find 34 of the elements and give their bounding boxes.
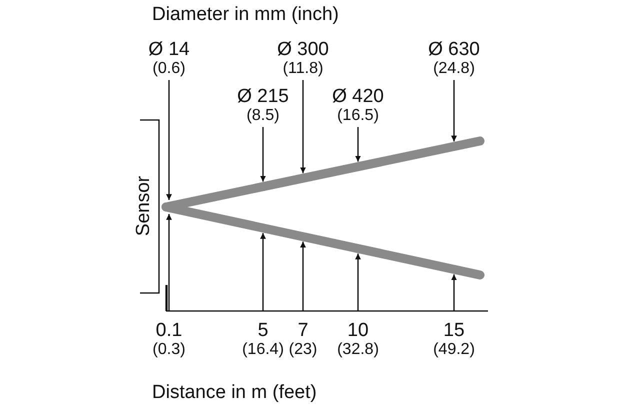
distance-value: 5 bbox=[258, 321, 268, 341]
distance-value: 0.1 bbox=[156, 321, 182, 341]
arrow bbox=[300, 242, 306, 311]
arrow bbox=[166, 214, 172, 311]
sensor-label: Sensor bbox=[134, 176, 154, 236]
diameter-value: Ø 630 bbox=[428, 40, 480, 60]
axis-title: Diameter in mm (inch) bbox=[152, 5, 339, 25]
distance-value: 7 bbox=[298, 321, 308, 341]
distance-feet-value: (32.8) bbox=[337, 341, 379, 359]
distance-value: 15 bbox=[443, 321, 465, 341]
diameter-inch-value: (0.6) bbox=[152, 60, 186, 78]
diameter-inch-value: (11.8) bbox=[282, 60, 324, 78]
distance-feet-value: (49.2) bbox=[433, 341, 475, 359]
arrow bbox=[355, 127, 361, 162]
diameter-value: Ø 215 bbox=[237, 87, 289, 107]
diameter-inch-value: (24.8) bbox=[433, 60, 475, 78]
arrow bbox=[451, 80, 457, 142]
diameter-value: Ø 420 bbox=[332, 87, 384, 107]
diameter-value: Ø 300 bbox=[277, 40, 329, 60]
diameter-inch-value: (8.5) bbox=[246, 107, 280, 125]
distance-value: 10 bbox=[347, 321, 369, 341]
distance-feet-value: (16.4) bbox=[242, 341, 284, 359]
arrow bbox=[355, 254, 361, 311]
arrow bbox=[260, 127, 266, 182]
diameter-inch-value: (16.5) bbox=[337, 107, 379, 125]
arrow bbox=[451, 274, 457, 311]
axis-title: Distance in m (feet) bbox=[152, 383, 317, 403]
diameter-value: Ø 14 bbox=[148, 40, 190, 60]
arrow bbox=[260, 233, 266, 311]
arrow bbox=[166, 80, 172, 200]
beam-line bbox=[162, 202, 484, 280]
distance-feet-value: (0.3) bbox=[152, 341, 186, 359]
arrow bbox=[300, 80, 306, 174]
distance-feet-value: (23) bbox=[288, 341, 318, 359]
